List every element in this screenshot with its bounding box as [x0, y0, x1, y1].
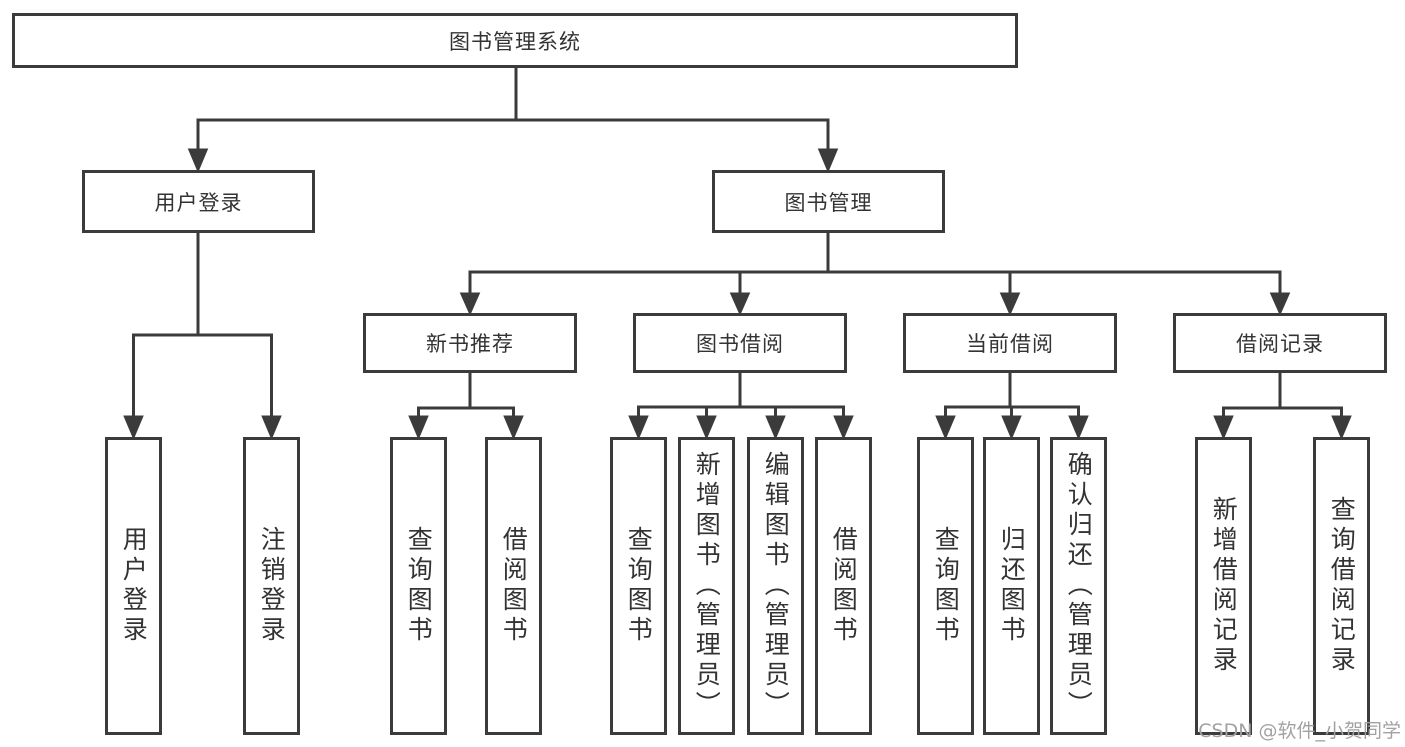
leaf-confirm-return-admin: 确认归还（管理员）	[1050, 437, 1107, 735]
leaf-query-borrow-record: 查询借阅记录	[1313, 437, 1370, 735]
leaf-borrow-book: 借阅图书	[815, 437, 872, 735]
leaf-user-login: 用户登录	[105, 437, 162, 735]
node-current-borrow: 当前借阅	[903, 313, 1117, 373]
node-book-management: 图书管理	[712, 170, 945, 233]
leaf-query-book-recommend: 查询图书	[390, 437, 447, 735]
leaf-borrow-book-recommend: 借阅图书	[485, 437, 542, 735]
leaf-edit-book-admin: 编辑图书（管理员）	[747, 437, 804, 735]
watermark: CSDN @软件_小贺同学	[1198, 720, 1401, 742]
leaf-return-book: 归还图书	[983, 437, 1040, 735]
leaf-logout: 注销登录	[243, 437, 300, 735]
node-book-borrow: 图书借阅	[633, 313, 847, 373]
node-new-book-recommend: 新书推荐	[363, 313, 577, 373]
node-root: 图书管理系统	[12, 13, 1018, 68]
leaf-add-borrow-record: 新增借阅记录	[1195, 437, 1252, 735]
leaf-query-book-current: 查询图书	[917, 437, 974, 735]
node-user-login: 用户登录	[82, 170, 315, 233]
node-borrow-records: 借阅记录	[1173, 313, 1387, 373]
leaf-query-book-borrow: 查询图书	[610, 437, 667, 735]
leaf-add-book-admin: 新增图书（管理员）	[678, 437, 735, 735]
